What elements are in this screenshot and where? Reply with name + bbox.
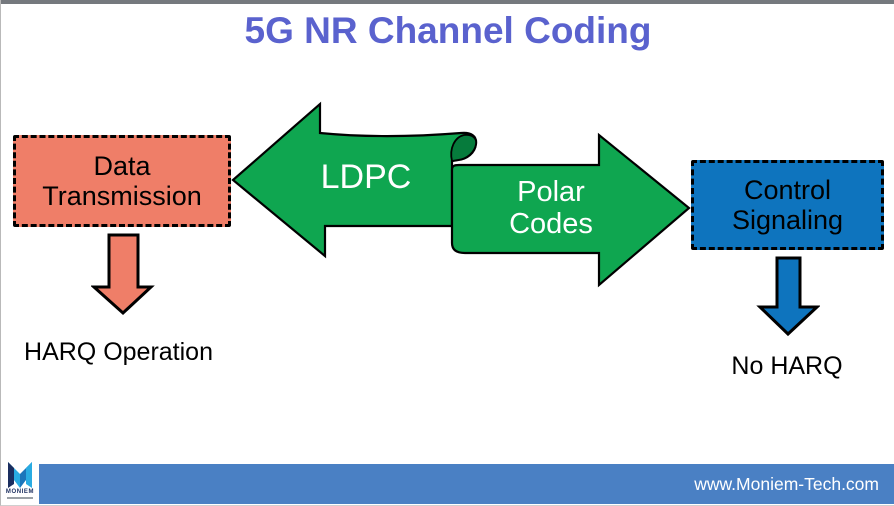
no-harq-caption: No HARQ xyxy=(731,352,843,380)
ribbon-double-arrow xyxy=(231,101,691,288)
footer-bar: www.Moniem-Tech.com xyxy=(39,464,894,504)
moniem-logo: MONIEM xyxy=(1,460,39,505)
control-signaling-label-line2: Signaling xyxy=(731,205,844,235)
control-signaling-box: Control Signaling xyxy=(691,160,884,250)
polar-codes-label-line2: Codes xyxy=(509,208,593,241)
right-arrow-shape xyxy=(450,132,691,288)
moniem-logo-tagline xyxy=(7,497,33,499)
page-title: 5G NR Channel Coding xyxy=(244,10,652,51)
ldpc-label: LDPC xyxy=(320,158,412,196)
polar-codes-label-line1: Polar xyxy=(517,176,585,208)
moniem-logo-icon xyxy=(8,462,32,488)
footer-url: www.Moniem-Tech.com xyxy=(694,474,879,494)
data-transmission-box: Data Transmission xyxy=(13,135,231,227)
top-border-bar xyxy=(1,0,894,4)
down-arrow-control-shape xyxy=(756,256,820,337)
moniem-logo-text: MONIEM xyxy=(5,489,35,495)
data-transmission-label-line2: Transmission xyxy=(42,181,202,211)
harq-operation-caption: HARQ Operation xyxy=(24,338,213,366)
polar-codes-label: Polar Codes xyxy=(476,176,626,241)
down-arrow-data-shape xyxy=(91,233,155,316)
control-signaling-label-line1: Control xyxy=(743,174,832,205)
down-arrow-control xyxy=(756,256,820,337)
down-arrow-data xyxy=(91,233,155,316)
data-transmission-label-line1: Data xyxy=(93,150,151,181)
ribbon-fold-curl xyxy=(450,133,477,163)
